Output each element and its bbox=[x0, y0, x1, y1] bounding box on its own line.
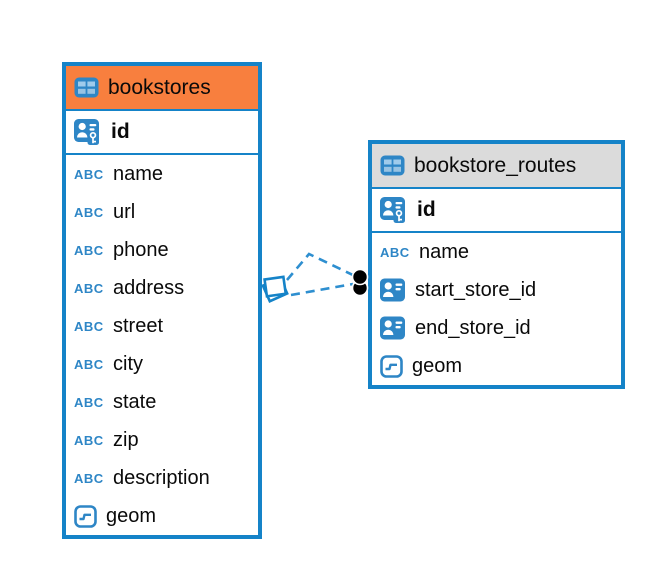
relation-endpoint-dot[interactable] bbox=[351, 268, 369, 286]
column-label: zip bbox=[113, 428, 139, 451]
column-row-bookstores-name[interactable]: ABC name bbox=[66, 155, 258, 193]
column-row-bookstore_routes-name[interactable]: ABC name bbox=[372, 233, 621, 271]
column-row-bookstores-url[interactable]: ABC url bbox=[66, 193, 258, 231]
column-row-bookstores-street[interactable]: ABC street bbox=[66, 307, 258, 345]
column-label: city bbox=[113, 352, 143, 375]
column-row-bookstores-id[interactable]: id bbox=[66, 111, 258, 155]
column-label: name bbox=[113, 162, 164, 185]
reference-key-icon bbox=[380, 278, 406, 302]
table-icon bbox=[380, 155, 405, 176]
column-label: id bbox=[417, 198, 436, 221]
column-row-bookstore_routes-end_store_id[interactable]: end_store_id bbox=[372, 309, 621, 347]
geometry-type-icon bbox=[380, 354, 403, 378]
column-label: description bbox=[113, 466, 210, 489]
column-row-bookstores-city[interactable]: ABC city bbox=[66, 345, 258, 383]
column-row-bookstores-state[interactable]: ABC state bbox=[66, 383, 258, 421]
table-header-bookstore_routes[interactable]: bookstore_routes bbox=[372, 144, 621, 189]
relation-endpoint-dot[interactable] bbox=[351, 279, 369, 297]
text-type-icon: ABC bbox=[74, 166, 104, 182]
column-label: phone bbox=[113, 238, 169, 261]
column-row-bookstores-geom[interactable]: geom bbox=[66, 497, 258, 535]
text-type-icon: ABC bbox=[74, 318, 104, 334]
primary-key-icon bbox=[74, 118, 102, 146]
column-label: state bbox=[113, 390, 157, 413]
table-title: bookstore_routes bbox=[414, 153, 577, 177]
column-row-bookstores-description[interactable]: ABC description bbox=[66, 459, 258, 497]
table-title: bookstores bbox=[108, 75, 211, 99]
text-type-icon: ABC bbox=[74, 280, 104, 296]
table-header-bookstores[interactable]: bookstores bbox=[66, 66, 258, 111]
column-row-bookstores-phone[interactable]: ABC phone bbox=[66, 231, 258, 269]
column-label: start_store_id bbox=[415, 278, 537, 301]
reference-key-icon bbox=[380, 316, 406, 340]
column-label: address bbox=[113, 276, 185, 299]
column-label: name bbox=[419, 240, 470, 263]
table-bookstores[interactable]: bookstores id ABC name ABC url ABC phone… bbox=[62, 62, 262, 539]
table-icon bbox=[74, 77, 99, 98]
column-label: geom bbox=[412, 354, 463, 377]
column-row-bookstores-zip[interactable]: ABC zip bbox=[66, 421, 258, 459]
relation-marker-squares[interactable] bbox=[261, 275, 289, 303]
column-row-bookstore_routes-id[interactable]: id bbox=[372, 189, 621, 233]
relation-start-store-fk-line[interactable] bbox=[290, 282, 354, 297]
primary-key-icon bbox=[380, 196, 408, 224]
text-type-icon: ABC bbox=[74, 432, 104, 448]
column-row-bookstore_routes-start_store_id[interactable]: start_store_id bbox=[372, 271, 621, 309]
column-label: url bbox=[113, 200, 136, 223]
text-type-icon: ABC bbox=[74, 470, 104, 486]
geometry-type-icon bbox=[74, 504, 97, 528]
column-row-bookstore_routes-geom[interactable]: geom bbox=[372, 347, 621, 385]
text-type-icon: ABC bbox=[74, 204, 104, 220]
column-label: street bbox=[113, 314, 164, 337]
column-label: geom bbox=[106, 504, 157, 527]
text-type-icon: ABC bbox=[74, 356, 104, 372]
column-label: end_store_id bbox=[415, 316, 531, 339]
table-bookstore_routes[interactable]: bookstore_routes id ABC name bbox=[368, 140, 625, 389]
text-type-icon: ABC bbox=[74, 242, 104, 258]
text-type-icon: ABC bbox=[380, 244, 410, 260]
column-row-bookstores-address[interactable]: ABC address bbox=[66, 269, 258, 307]
column-label: id bbox=[111, 120, 130, 143]
relation-end-store-fk-line[interactable] bbox=[286, 252, 356, 281]
text-type-icon: ABC bbox=[74, 394, 104, 410]
